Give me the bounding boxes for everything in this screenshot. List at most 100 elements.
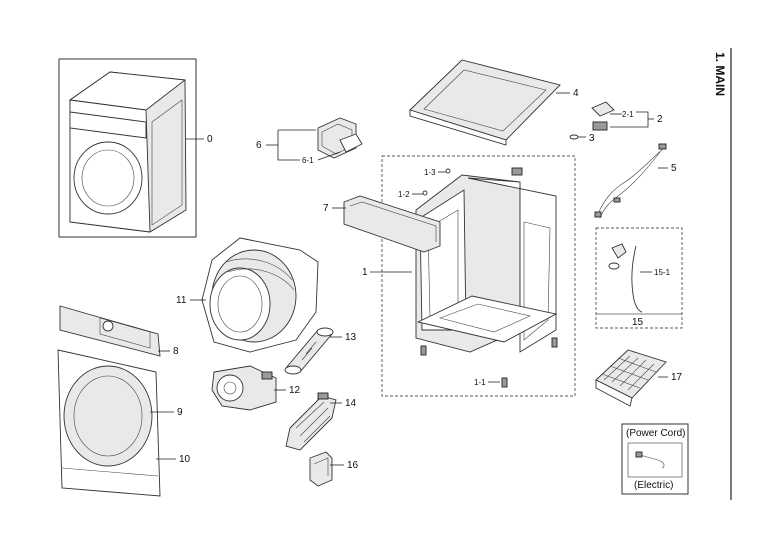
duct-end-b — [284, 365, 302, 375]
filter-grid-a — [603, 355, 655, 391]
kit-fitting — [611, 243, 627, 259]
part-5-cord-harness — [594, 143, 667, 219]
cabinet-base — [416, 295, 558, 343]
callout-15-1: 15-1 — [654, 268, 671, 277]
leader-6-1 — [317, 151, 341, 161]
section-title: 1. MAIN — [713, 52, 727, 96]
fan-motor-clip — [261, 371, 273, 380]
part-17-filter — [595, 349, 667, 407]
section-title-group: 1. MAIN — [713, 48, 732, 500]
fan-hub — [223, 381, 237, 395]
part-1-cabinet — [415, 167, 558, 388]
heater-terminal — [317, 392, 329, 400]
part-0-dryer-assembly — [58, 58, 197, 238]
dryer-side-panel — [151, 99, 183, 226]
callout-3: 3 — [589, 133, 595, 144]
callout-2-1: 2-1 — [622, 110, 634, 119]
legend-inner — [627, 442, 683, 478]
kit-hose-15-1 — [631, 245, 643, 313]
cabinet-right-window — [523, 221, 551, 341]
heater-fins — [295, 401, 331, 443]
bracket-6-1 — [339, 133, 363, 153]
part-1-boundary — [381, 155, 576, 397]
control-panel-knob — [102, 320, 114, 332]
callout-9: 9 — [177, 407, 183, 418]
front-panel-kick — [61, 467, 159, 477]
callout-15: 15 — [632, 317, 644, 328]
callout-1: 1 — [362, 267, 368, 278]
front-frame-edge — [349, 201, 437, 242]
part-12-fan-housing — [211, 365, 277, 411]
bracket-16-edge — [313, 457, 329, 476]
harness-connector-c — [613, 197, 621, 203]
filter-grid-b — [601, 357, 657, 389]
callout-6: 6 — [256, 140, 262, 151]
part-0-frame — [58, 58, 197, 238]
duct-end-a — [316, 327, 334, 337]
pad-2 — [592, 121, 608, 131]
part-6-bracket-assy — [317, 117, 363, 159]
cabinet-base-inner — [438, 303, 531, 333]
part-7-front-frame — [343, 195, 441, 253]
leader-6 — [277, 129, 316, 161]
top-plate-inner — [423, 69, 547, 132]
door-9 — [63, 365, 153, 467]
harness-connector-a — [658, 143, 667, 150]
door-9-glass — [73, 375, 143, 457]
top-plate — [409, 59, 561, 141]
control-panel-display — [99, 317, 151, 349]
clip-3 — [569, 134, 579, 140]
callout-14: 14 — [345, 398, 357, 409]
heater-body — [285, 395, 337, 451]
callout-4: 4 — [573, 88, 579, 99]
part-2-bracket — [569, 101, 615, 140]
callout-7: 7 — [323, 203, 329, 214]
callout-5: 5 — [671, 163, 677, 174]
dryer-door — [73, 141, 143, 215]
part-14-heater — [285, 392, 337, 451]
callout-11: 11 — [176, 295, 187, 306]
screw-1-2 — [422, 190, 428, 196]
callout-12: 12 — [289, 385, 301, 396]
leveling-foot-a — [420, 345, 427, 356]
bracket-2-1 — [591, 101, 615, 117]
drum-opening — [217, 275, 263, 333]
part-16-bracket — [309, 451, 333, 487]
clip-top — [511, 167, 523, 176]
top-plate-edge — [409, 109, 507, 146]
harness-wire-b — [599, 151, 661, 219]
power-cord-legend: (Power Cord) (Electric) — [621, 423, 689, 495]
power-plug-icon — [635, 451, 643, 458]
dryer-door-glass — [81, 149, 135, 207]
kit-washer — [608, 262, 620, 270]
part-4-top-plate — [409, 59, 561, 146]
legend-title: (Power Cord) — [626, 428, 685, 439]
part-15-kit — [608, 243, 643, 313]
callout-10: 10 — [179, 454, 191, 465]
leader-2 — [610, 111, 649, 128]
callout-6-1: 6-1 — [302, 156, 314, 165]
power-cord-icon — [639, 454, 665, 469]
callout-13: 13 — [345, 332, 357, 343]
callout-16: 16 — [347, 460, 359, 471]
drum-rib-b — [227, 268, 295, 291]
callout-0: 0 — [207, 134, 213, 145]
leveling-foot-1-1 — [501, 377, 508, 388]
callout-17: 17 — [671, 372, 683, 383]
duct-ribs — [301, 341, 317, 361]
cabinet-side — [467, 177, 557, 353]
dryer-control-panel — [69, 111, 147, 139]
leveling-foot-b — [551, 337, 558, 348]
fan-impeller — [216, 374, 244, 402]
part-15-boundary — [595, 227, 683, 329]
callout-1-1: 1-1 — [474, 378, 486, 387]
bracket-16 — [309, 451, 333, 487]
screw-1-3 — [445, 168, 451, 174]
harness-wire-a — [597, 147, 665, 215]
callout-2: 2 — [657, 114, 663, 125]
part-13-duct — [284, 327, 334, 375]
front-frame-bar — [343, 195, 441, 253]
harness-connector-b — [594, 211, 602, 218]
part-11-drum — [201, 237, 319, 353]
